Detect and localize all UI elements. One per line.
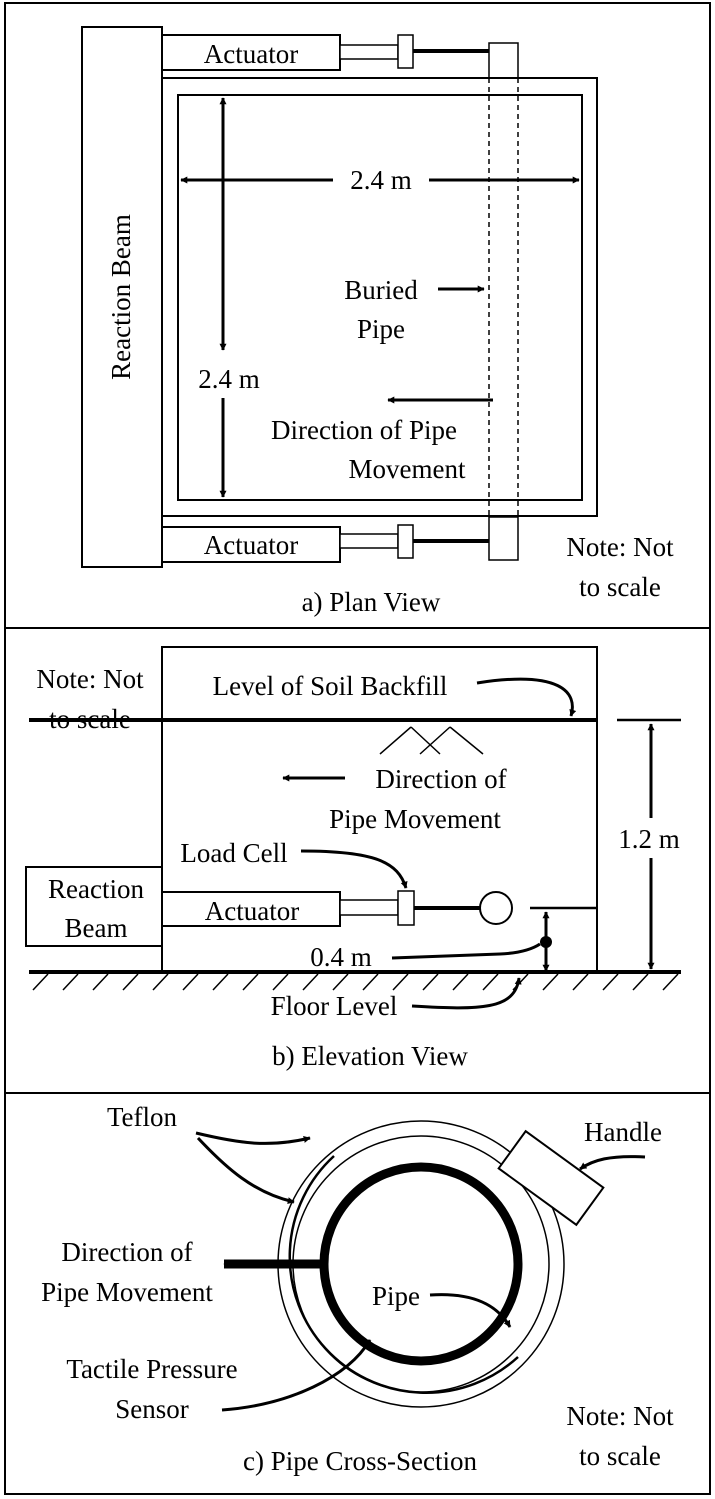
elev-actuator-rod — [339, 899, 399, 916]
plan-buried-pipe-label-1: Buried — [344, 275, 418, 305]
elev-actuator — [161, 891, 341, 927]
plan-soil-box-outer — [161, 77, 598, 517]
panel-frame-cross-section — [4, 1092, 711, 1495]
elev-reaction-beam-label-2: Beam — [65, 913, 128, 943]
cs-sensor-arrow — [221, 1339, 372, 1412]
elev-caption: b) Elevation View — [272, 1041, 468, 1071]
plan-pipe-end-top — [488, 42, 519, 79]
cs-sensor-label-2: Sensor — [115, 1394, 189, 1424]
plan-actuator-top-label: Actuator — [204, 39, 298, 69]
cs-pipe-label: Pipe — [372, 1281, 420, 1311]
cross-section-view: Handle Teflon Direction of Pipe Movement… — [41, 1102, 674, 1476]
plan-buried-pipe-label-2: Pipe — [357, 314, 405, 344]
cs-caption: c) Pipe Cross-Section — [243, 1446, 477, 1476]
elev-dim-height-label: 1.2 m — [618, 824, 680, 854]
plan-reaction-beam — [81, 26, 163, 568]
cs-teflon-arrow-1 — [195, 1131, 311, 1145]
cs-pipe-arrow — [429, 1293, 512, 1328]
cs-handle-arrow — [579, 1155, 646, 1171]
cs-teflon-label: Teflon — [107, 1102, 178, 1132]
elev-pipe — [479, 891, 513, 925]
elev-floor-level-arrow — [411, 977, 522, 1010]
elev-fan-line-4 — [449, 726, 484, 755]
plan-dim-vertical-gap — [186, 358, 260, 394]
elev-load-cell — [397, 890, 415, 926]
elev-soil-level-arrow — [476, 677, 577, 717]
elev-note-1: Note: Not — [36, 664, 144, 694]
elev-reaction-beam-label-1: Reaction — [48, 874, 144, 904]
plan-direction-label-2: Movement — [349, 454, 466, 484]
elevation-view: Note: Not to scale Level of Soil Backfil… — [25, 646, 681, 1071]
elev-fan-line-2 — [410, 726, 441, 755]
elev-dim-pipe-height-dot — [540, 936, 552, 948]
plan-actuator-top — [161, 34, 341, 71]
plan-dim-vertical-label: 2.4 m — [198, 364, 260, 394]
plan-actuator-bottom-label: Actuator — [204, 530, 298, 560]
plan-note-1: Note: Not — [566, 532, 674, 562]
cs-tactile-sensor — [288, 1155, 519, 1394]
cs-direction-label-1: Direction of — [61, 1237, 192, 1267]
plan-actuator-top-rod — [339, 44, 399, 60]
plan-caption: a) Plan View — [302, 587, 441, 617]
cs-note-2: to scale — [579, 1441, 661, 1471]
elev-actuator-label: Actuator — [205, 896, 299, 926]
elev-fan-line-3 — [419, 726, 451, 755]
plan-dim-horizontal-label: 2.4 m — [350, 165, 412, 195]
cs-handle — [497, 1129, 605, 1227]
plan-soil-box-inner — [177, 94, 583, 501]
plan-reaction-beam-label: Reaction Beam — [106, 214, 136, 380]
cs-handle-label: Handle — [584, 1117, 662, 1147]
plan-load-cell-top — [397, 34, 414, 69]
elev-direction-label-2: Pipe Movement — [329, 804, 501, 834]
elev-direction-label-1: Direction of — [375, 764, 506, 794]
cs-direction-label-2: Pipe Movement — [41, 1277, 213, 1307]
cs-teflon-arrow-2 — [196, 1136, 295, 1205]
plan-pipe-end-bottom — [488, 516, 519, 561]
plan-load-cell-bottom — [397, 524, 414, 559]
cs-note-1: Note: Not — [566, 1401, 674, 1431]
elev-dim-pipe-height-leader — [391, 942, 541, 960]
elev-soil-level-label: Level of Soil Backfill — [213, 671, 448, 701]
plan-view: Reaction Beam Actuator Actuator 2.4 m 2.… — [81, 26, 674, 617]
plan-note-2: to scale — [579, 572, 661, 602]
plan-direction-label-1: Direction of Pipe — [271, 415, 457, 445]
elev-load-cell-arrow — [300, 849, 408, 889]
elev-reaction-beam — [25, 866, 163, 947]
plan-actuator-bottom-rod — [339, 533, 399, 549]
cs-sensor-label-1: Tactile Pressure — [66, 1354, 237, 1384]
elev-floor-hatching — [32, 973, 679, 991]
elev-floor-level-label: Floor Level — [271, 991, 398, 1021]
plan-actuator-bottom — [161, 526, 341, 563]
elev-fan-line-1 — [379, 726, 412, 755]
elev-dim-pipe-height-label: 0.4 m — [310, 942, 372, 972]
elev-soil-box — [161, 646, 598, 972]
elev-load-cell-label: Load Cell — [180, 838, 287, 868]
cs-pipe — [319, 1162, 523, 1366]
